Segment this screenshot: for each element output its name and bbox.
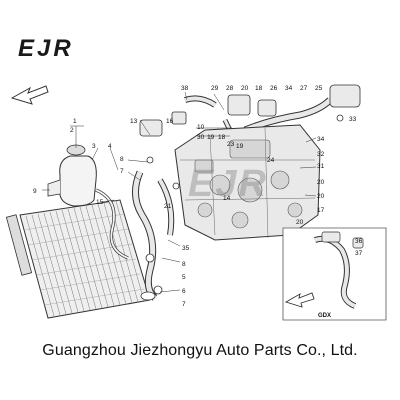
part-label-38: 38 — [181, 85, 189, 92]
part-label-28: 28 — [226, 85, 234, 92]
part-label-1: 1 — [73, 118, 77, 125]
part-label-32: 32 — [317, 151, 325, 158]
part-label-18a: 18 — [218, 134, 226, 141]
part-label-17: 17 — [317, 207, 325, 214]
part-label-3: 3 — [92, 143, 96, 150]
radiator — [5, 199, 151, 319]
part-label-24: 24 — [267, 157, 275, 164]
part-label-9: 9 — [33, 188, 37, 195]
logo-text: EJR — [18, 35, 74, 60]
brand-logo: EJR — [18, 35, 74, 60]
part-label-15: 15 — [96, 199, 104, 206]
part-label-20b: 20 — [317, 179, 325, 186]
part-label-19b: 19 — [236, 143, 244, 150]
part-label-36: 36 — [355, 238, 363, 245]
watermark-text: EJR — [188, 163, 268, 205]
leader-lines — [42, 91, 347, 293]
direction-arrow-main — [10, 85, 49, 105]
engine-block — [174, 124, 321, 241]
part-label-8b: 8 — [182, 261, 186, 268]
thermostat-housing — [139, 84, 361, 137]
part-label-31: 31 — [317, 163, 325, 170]
part-label-27: 27 — [300, 85, 308, 92]
part-label-30: 30 — [197, 134, 205, 141]
inset-tag: GDX — [318, 313, 331, 319]
cooling-system-diagram: GDX EJR 12349151316872138103019182928201… — [5, 84, 387, 321]
part-label-18b: 18 — [255, 85, 263, 92]
part-label-5: 5 — [182, 274, 186, 281]
part-label-13: 13 — [130, 118, 138, 125]
part-label-20a: 20 — [241, 85, 249, 92]
expansion-tank — [47, 144, 97, 207]
part-label-34a: 34 — [285, 85, 293, 92]
part-label-8: 8 — [120, 156, 124, 163]
part-label-7a: 7 — [120, 168, 124, 175]
part-label-29: 29 — [211, 85, 219, 92]
part-label-14: 14 — [223, 195, 231, 202]
part-label-25: 25 — [315, 85, 323, 92]
part-label-26: 26 — [270, 85, 278, 92]
part-label-10: 10 — [197, 124, 205, 131]
part-label-20d: 20 — [296, 219, 304, 226]
part-label-23: 23 — [227, 141, 235, 148]
part-label-21: 21 — [164, 203, 172, 210]
part-label-6: 6 — [182, 288, 186, 295]
part-label-4: 4 — [108, 143, 112, 150]
part-label-35: 35 — [182, 245, 190, 252]
part-label-7b: 7 — [182, 301, 186, 308]
part-label-16: 16 — [166, 118, 174, 125]
part-label-34b: 34 — [317, 136, 325, 143]
part-label-33: 33 — [349, 116, 357, 123]
part-label-20c: 20 — [317, 193, 325, 200]
gdx-inset: GDX — [282, 227, 387, 321]
coolant-hoses — [95, 95, 333, 301]
company-name: Guangzhou Jiezhongyu Auto Parts Co., Ltd… — [42, 342, 358, 359]
direction-arrow-inset — [284, 292, 315, 308]
part-label-37: 37 — [355, 250, 363, 257]
part-label-19a: 19 — [207, 134, 215, 141]
part-label-2: 2 — [70, 127, 74, 134]
hose-clamps — [140, 114, 344, 301]
